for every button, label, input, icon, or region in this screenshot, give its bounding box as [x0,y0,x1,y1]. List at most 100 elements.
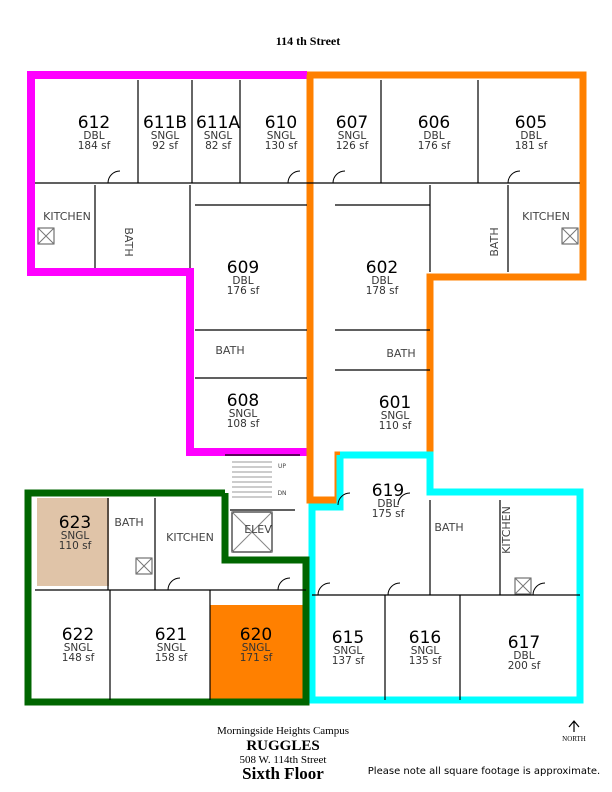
room-sqft: 158 sf [155,652,188,664]
building-name: RUGGLES [246,738,319,754]
elevator-shaft [231,511,273,553]
room-number: 622 [62,625,94,645]
appliance-cross [37,227,55,245]
room-sqft: 175 sf [372,508,405,520]
room-sqft: 176 sf [418,140,451,152]
room-type: SNGL [64,642,93,654]
zone-outline-magenta [27,71,307,456]
room-number: 620 [240,625,272,645]
north-label: NORTH [562,735,586,743]
appliance-cross [135,557,153,575]
room-type: SNGL [151,130,180,142]
kitchen-label: KITCHEN [500,506,513,554]
room-sqft: 148 sf [62,652,95,664]
bath-label: BATH [122,227,135,256]
building-address: 508 W. 114th Street [240,754,327,766]
zone-outline-green [24,489,310,706]
room-sqft: 82 sf [205,140,231,152]
appliance-box [37,227,55,245]
room-sqft: 137 sf [332,655,365,667]
room-number: 611A [196,113,240,133]
zone-outline-cyan [308,451,584,704]
appliance-box [561,227,579,245]
door-swing [532,582,546,596]
room-number: 610 [265,113,297,133]
appliance-cross [514,577,532,595]
room-type: DBL [423,130,444,142]
appliance-box [514,577,532,595]
room-type: DBL [232,275,253,287]
door-swing [287,170,301,184]
room-type: SNGL [411,645,440,657]
room-number: 601 [379,393,411,413]
bath-label: BATH [386,347,415,360]
door-swing [397,492,411,506]
door-swing [387,582,401,596]
room-number: 623 [59,513,91,533]
door-swing [317,582,331,596]
room-number: 612 [78,113,110,133]
room-sqft: 126 sf [336,140,369,152]
room-number: 606 [418,113,450,133]
room-sqft: 200 sf [508,660,541,672]
room-sqft: 171 sf [240,652,273,664]
room-sqft: 184 sf [78,140,111,152]
bath-label: BATH [215,344,244,357]
elevator-label: ELEV [244,523,272,536]
stairs-up-label: UP [278,463,286,470]
room-number: 602 [366,258,398,278]
kitchen-label: KITCHEN [166,531,214,544]
door-swing [507,170,521,184]
bath-label: BATH [114,516,143,529]
room-sqft: 130 sf [265,140,298,152]
room-type: DBL [371,275,392,287]
door-swing [107,170,121,184]
door-swing [337,492,351,506]
room-type: SNGL [267,130,296,142]
room-type: SNGL [334,645,363,657]
room-type: SNGL [229,408,258,420]
approximation-note: Please note all square footage is approx… [368,766,600,777]
room-number: 617 [508,633,540,653]
room-type: SNGL [157,642,186,654]
room-sqft: 178 sf [366,285,399,297]
elevator-cross [231,511,273,553]
room-number: 619 [372,481,404,501]
door-swing [167,577,181,591]
room-sqft: 110 sf [59,540,92,552]
stairs-down-label: DN [277,490,286,497]
room-sqft: 181 sf [515,140,548,152]
room-number: 615 [332,628,364,648]
room-number: 621 [155,625,187,645]
room-number: 611B [143,113,187,133]
room-type: SNGL [61,530,90,542]
floor-title: Sixth Floor [242,764,324,783]
room-sqft: 135 sf [409,655,442,667]
door-swing [332,170,346,184]
room-623-fill [37,498,109,586]
room-type: DBL [520,130,541,142]
kitchen-label: KITCHEN [43,210,91,223]
kitchen-label: KITCHEN [522,210,570,223]
room-sqft: 92 sf [152,140,178,152]
room-number: 607 [336,113,368,133]
room-sqft: 108 sf [227,418,260,430]
room-number: 616 [409,628,441,648]
room-number: 609 [227,258,259,278]
door-swing [277,577,291,591]
room-type: SNGL [242,642,271,654]
room-sqft: 110 sf [379,420,412,432]
room-type: SNGL [338,130,367,142]
room-620-fill [210,605,306,702]
room-number: 605 [515,113,547,133]
campus-name: Morningside Heights Campus [217,725,349,737]
room-type: DBL [377,498,398,510]
room-type: DBL [513,650,534,662]
appliance-box [135,557,153,575]
north-arrow-icon [568,720,580,732]
bath-label: BATH [488,227,501,256]
room-number: 608 [227,391,259,411]
room-type: SNGL [381,410,410,422]
appliance-cross [561,227,579,245]
